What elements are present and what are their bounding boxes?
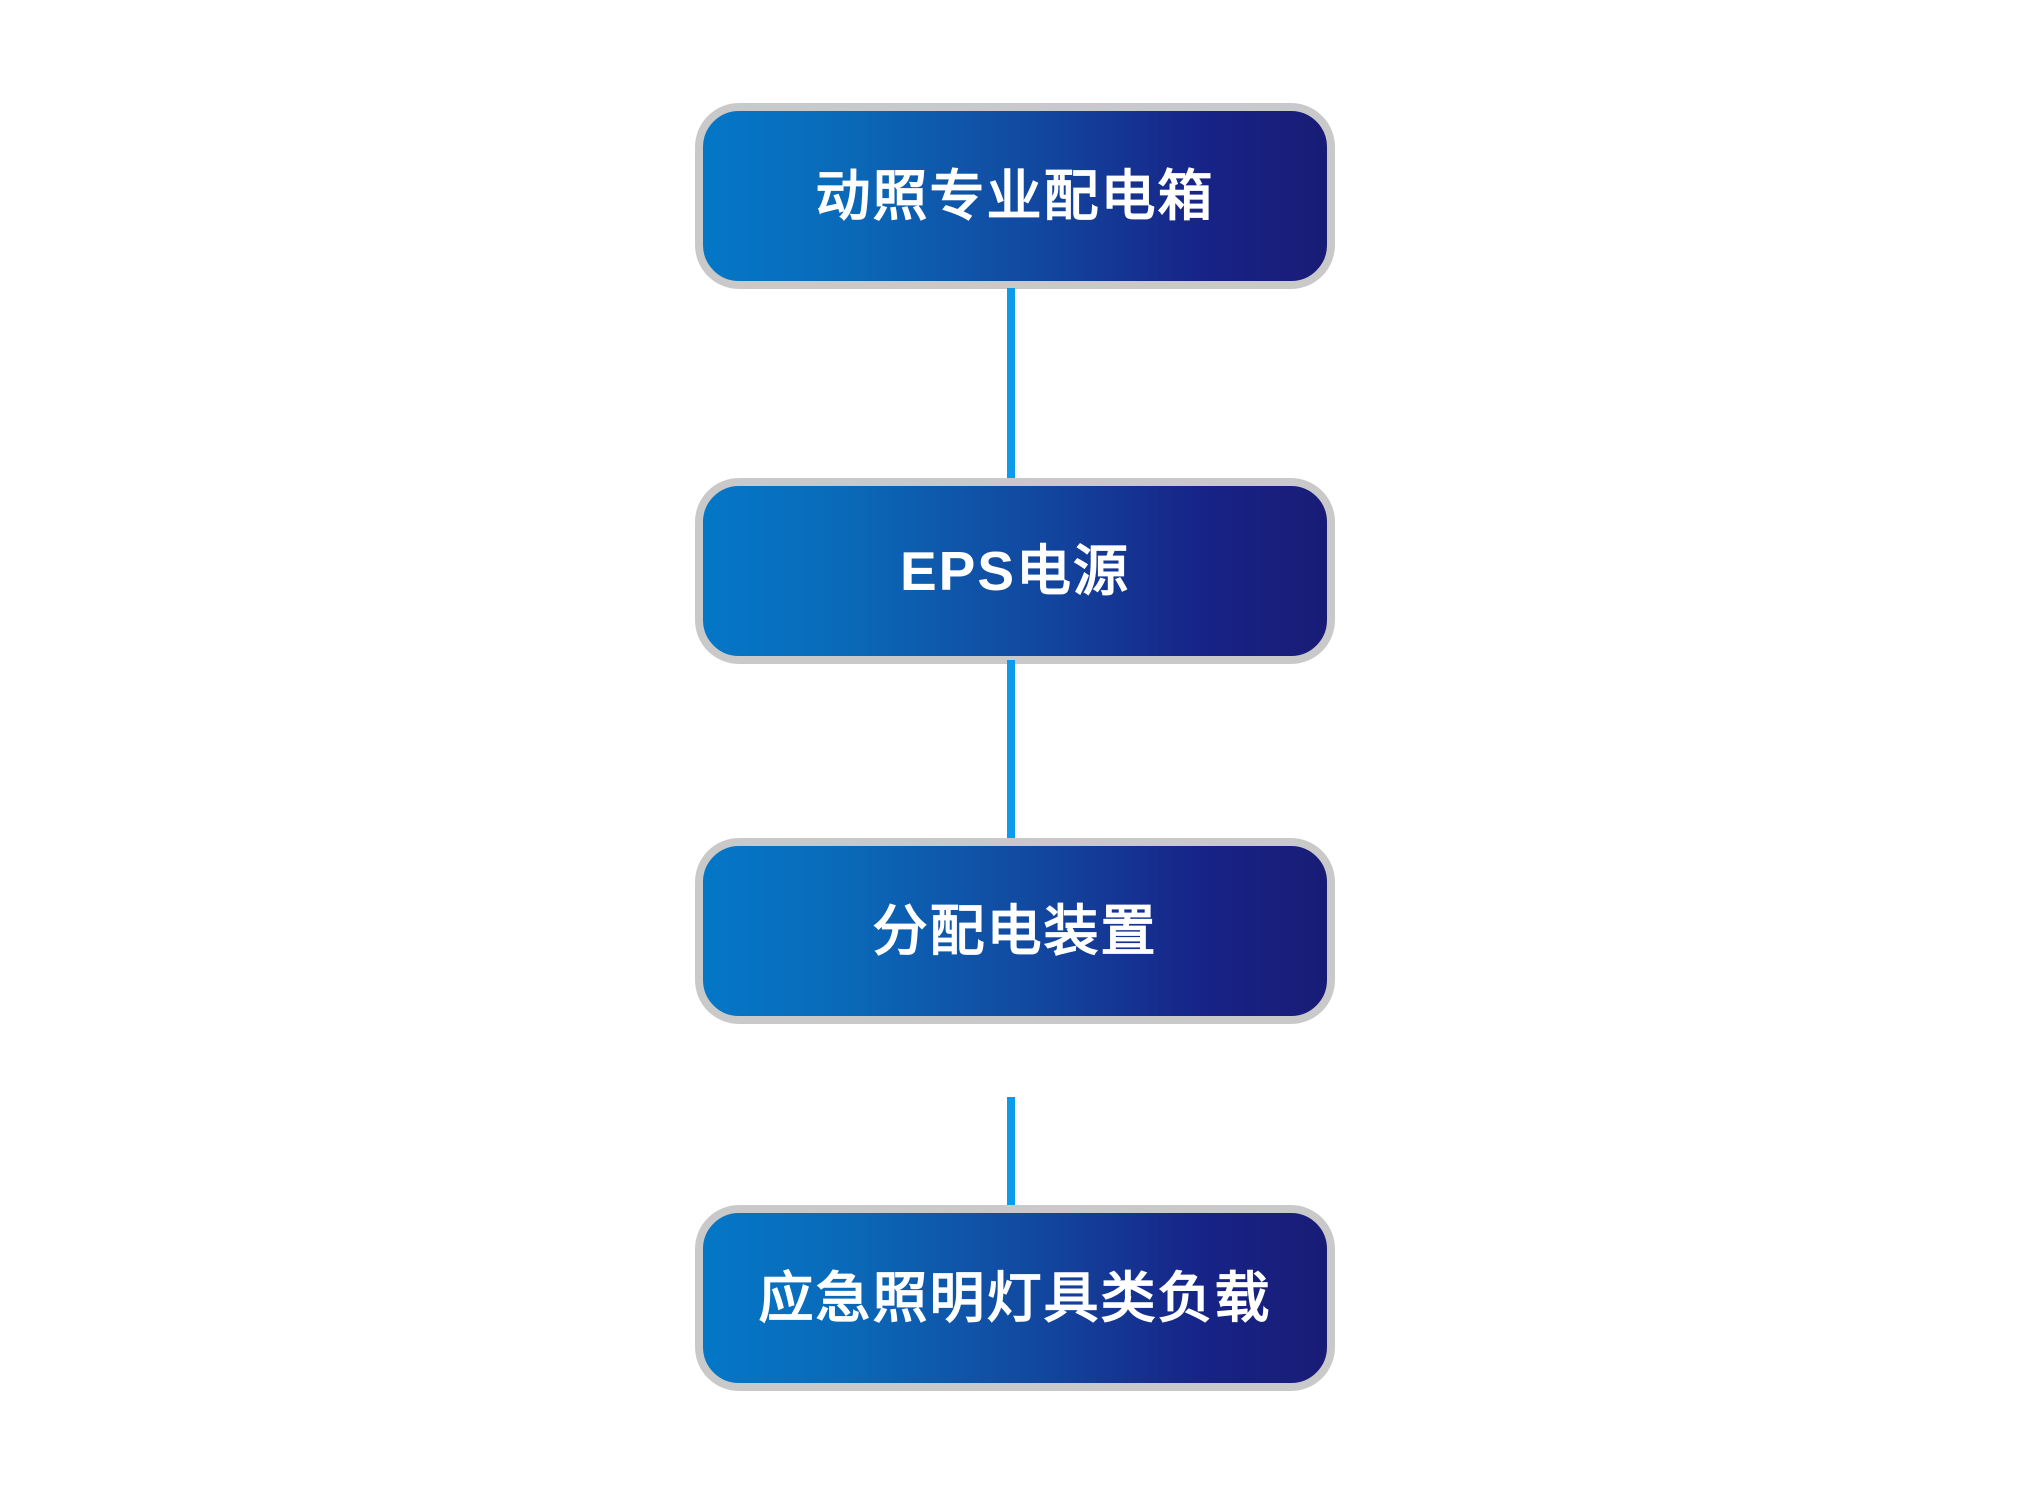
flowchart-node-1[interactable]: 动照专业配电箱 <box>695 103 1335 289</box>
flowchart-node-4-label: 应急照明灯具类负载 <box>758 1266 1272 1329</box>
flowchart-node-1-label: 动照专业配电箱 <box>815 164 1215 227</box>
flowchart-connector-1 <box>1007 288 1015 484</box>
flowchart-node-3-label: 分配电装置 <box>872 899 1158 962</box>
flowchart-node-2[interactable]: EPS电源 <box>695 478 1335 664</box>
flowchart-node-4[interactable]: 应急照明灯具类负载 <box>695 1205 1335 1391</box>
flowchart-connector-3 <box>1007 1097 1015 1213</box>
flowchart-node-3[interactable]: 分配电装置 <box>695 838 1335 1024</box>
flowchart-node-2-label: EPS电源 <box>899 539 1131 602</box>
flowchart-connector-2 <box>1007 660 1015 844</box>
